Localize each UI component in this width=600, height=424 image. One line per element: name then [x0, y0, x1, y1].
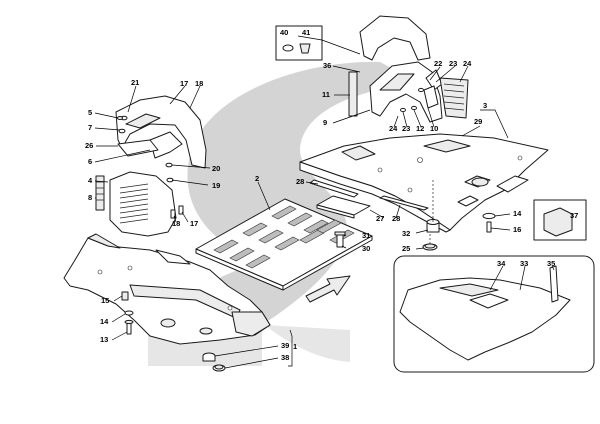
callout-7: 7	[88, 123, 92, 132]
callout-29: 29	[474, 117, 482, 126]
callout-10: 10	[430, 124, 438, 133]
part-screw-13	[124, 319, 134, 335]
callout-21: 21	[131, 78, 139, 87]
part-clip-7	[118, 128, 126, 134]
callout-11: 11	[322, 90, 330, 99]
callout-36: 36	[323, 61, 331, 70]
callout-15: 15	[101, 296, 109, 305]
callout-23-top: 23	[449, 59, 457, 68]
callout-22: 22	[434, 59, 442, 68]
callout-3: 3	[483, 101, 487, 110]
part-bolt-30-31	[334, 231, 346, 248]
callout-6: 6	[88, 157, 92, 166]
callout-30: 30	[362, 244, 370, 253]
callout-5: 5	[88, 108, 92, 117]
part-clip-39	[202, 352, 216, 362]
part-plate-27	[316, 195, 371, 219]
callout-31: 31	[362, 231, 370, 240]
callout-14-right: 14	[513, 209, 522, 218]
direction-arrow	[305, 275, 351, 303]
leader-lines	[94, 35, 555, 369]
part-rear-wheelarch-9	[369, 61, 443, 123]
callout-1: 1	[293, 342, 297, 351]
inset-box-40-41	[275, 25, 323, 61]
part-washer-25	[422, 243, 438, 251]
callout-38: 38	[281, 353, 289, 362]
callout-28-right: 28	[392, 214, 400, 223]
callout-41: 41	[302, 28, 310, 37]
callout-39: 39	[281, 341, 289, 350]
callout-14-left: 14	[100, 317, 109, 326]
part-liner-36	[359, 15, 431, 61]
part-clip-20	[165, 162, 173, 168]
callout-25: 25	[402, 244, 410, 253]
callout-18-top: 18	[195, 79, 203, 88]
part-clip-5	[117, 116, 123, 120]
callout-27: 27	[376, 214, 384, 223]
callout-23-bottom: 23	[402, 124, 410, 133]
callout-2: 2	[255, 174, 259, 183]
callout-13: 13	[100, 335, 108, 344]
part-flat-panel-2	[195, 198, 373, 291]
part-seal-11	[348, 71, 358, 117]
part-screw-16	[486, 221, 492, 233]
part-front-underbody-1	[63, 233, 271, 345]
callout-18-bottom: 18	[172, 219, 180, 228]
part-clip-23a	[400, 107, 406, 113]
part-strip-28	[309, 179, 429, 211]
callout-37: 37	[570, 211, 578, 220]
part-spacer-32	[426, 219, 440, 233]
part-clip-15	[121, 291, 129, 301]
callout-17-bottom: 17	[190, 219, 198, 228]
part-trim-10	[423, 85, 439, 109]
callout-40: 40	[280, 28, 288, 37]
part-bracket-37	[533, 199, 587, 241]
callout-12: 12	[416, 124, 424, 133]
callout-24-top: 24	[463, 59, 472, 68]
part-washer-14b	[482, 212, 496, 220]
callout-28-left: 28	[296, 177, 304, 186]
part-seal-8	[95, 175, 105, 211]
inset-box-33-35	[393, 255, 595, 373]
callout-26: 26	[85, 141, 93, 150]
callout-9: 9	[323, 118, 327, 127]
part-washer-14a	[124, 310, 134, 316]
callout-35: 35	[547, 259, 555, 268]
callout-24-bottom: 24	[389, 124, 398, 133]
part-mesh-panel-24	[439, 77, 469, 119]
part-clip-23b	[418, 87, 424, 93]
callout-16: 16	[513, 225, 521, 234]
callout-8: 8	[88, 193, 92, 202]
callout-4: 4	[88, 176, 93, 185]
part-liner-26	[117, 139, 159, 157]
callout-20: 20	[212, 164, 220, 173]
callout-17-top: 17	[180, 79, 188, 88]
callout-34: 34	[497, 259, 506, 268]
part-plug-38	[212, 364, 226, 372]
part-clip-12	[411, 105, 417, 111]
callout-33: 33	[520, 259, 528, 268]
callout-32: 32	[402, 229, 410, 238]
callouts: 1 2 3 4 5 6 7 8 9 10 11 12 13 14 14 15 1…	[85, 28, 578, 362]
part-rear-liner-4	[109, 171, 177, 237]
callout-19: 19	[212, 181, 220, 190]
